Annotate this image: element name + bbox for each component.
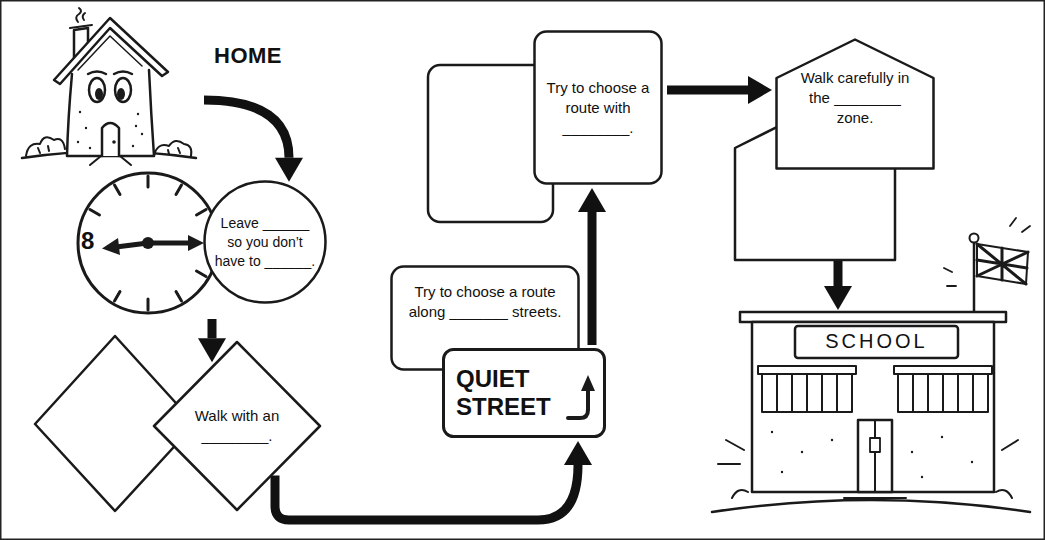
flow-arrow (275, 441, 592, 520)
diamond-outline (152, 340, 322, 512)
step-pentagon: Walk carefully in the ________ zone. (775, 38, 935, 170)
clock-face: 8 (76, 171, 220, 315)
step-text: Leave ______ so you don’t have to ______… (213, 214, 317, 271)
sign-text: QUIET STREET (456, 365, 568, 421)
tip-box: Try to choose a route with ________. (533, 30, 663, 185)
step-diamond: Walk with an ________. (152, 340, 322, 512)
arrow-head (824, 286, 852, 310)
school-sign-text: SCHOOL (795, 326, 958, 356)
arrow-shaft (204, 100, 289, 158)
school-building: SCHOOL (712, 312, 1032, 518)
home-house: HOME (18, 8, 198, 166)
step-text: Try to choose a route with ________. (543, 78, 653, 138)
arrow-head (275, 158, 303, 182)
arrow-head (564, 441, 592, 465)
clock-number: 8 (81, 227, 99, 255)
step-text: Walk carefully in the ________ zone. (793, 68, 917, 128)
arrow-head (578, 188, 606, 212)
arrow-shaft (275, 465, 578, 520)
arrow-shaft (667, 86, 748, 95)
arrow-shaft (208, 319, 217, 338)
step-text: Try to choose a route along _______ stre… (403, 282, 567, 322)
clock-outline (76, 171, 220, 315)
street-sign: QUIET STREET (442, 348, 606, 438)
flow-arrow (204, 100, 303, 182)
arrow-head (748, 76, 772, 104)
step-circle: Leave ______ so you don’t have to ______… (203, 180, 327, 304)
flow-arrow (667, 76, 772, 104)
step-text: Walk with an ________. (189, 406, 285, 446)
flow-arrow (578, 188, 606, 345)
house-outline (18, 8, 198, 166)
arrow-shaft (588, 212, 597, 345)
